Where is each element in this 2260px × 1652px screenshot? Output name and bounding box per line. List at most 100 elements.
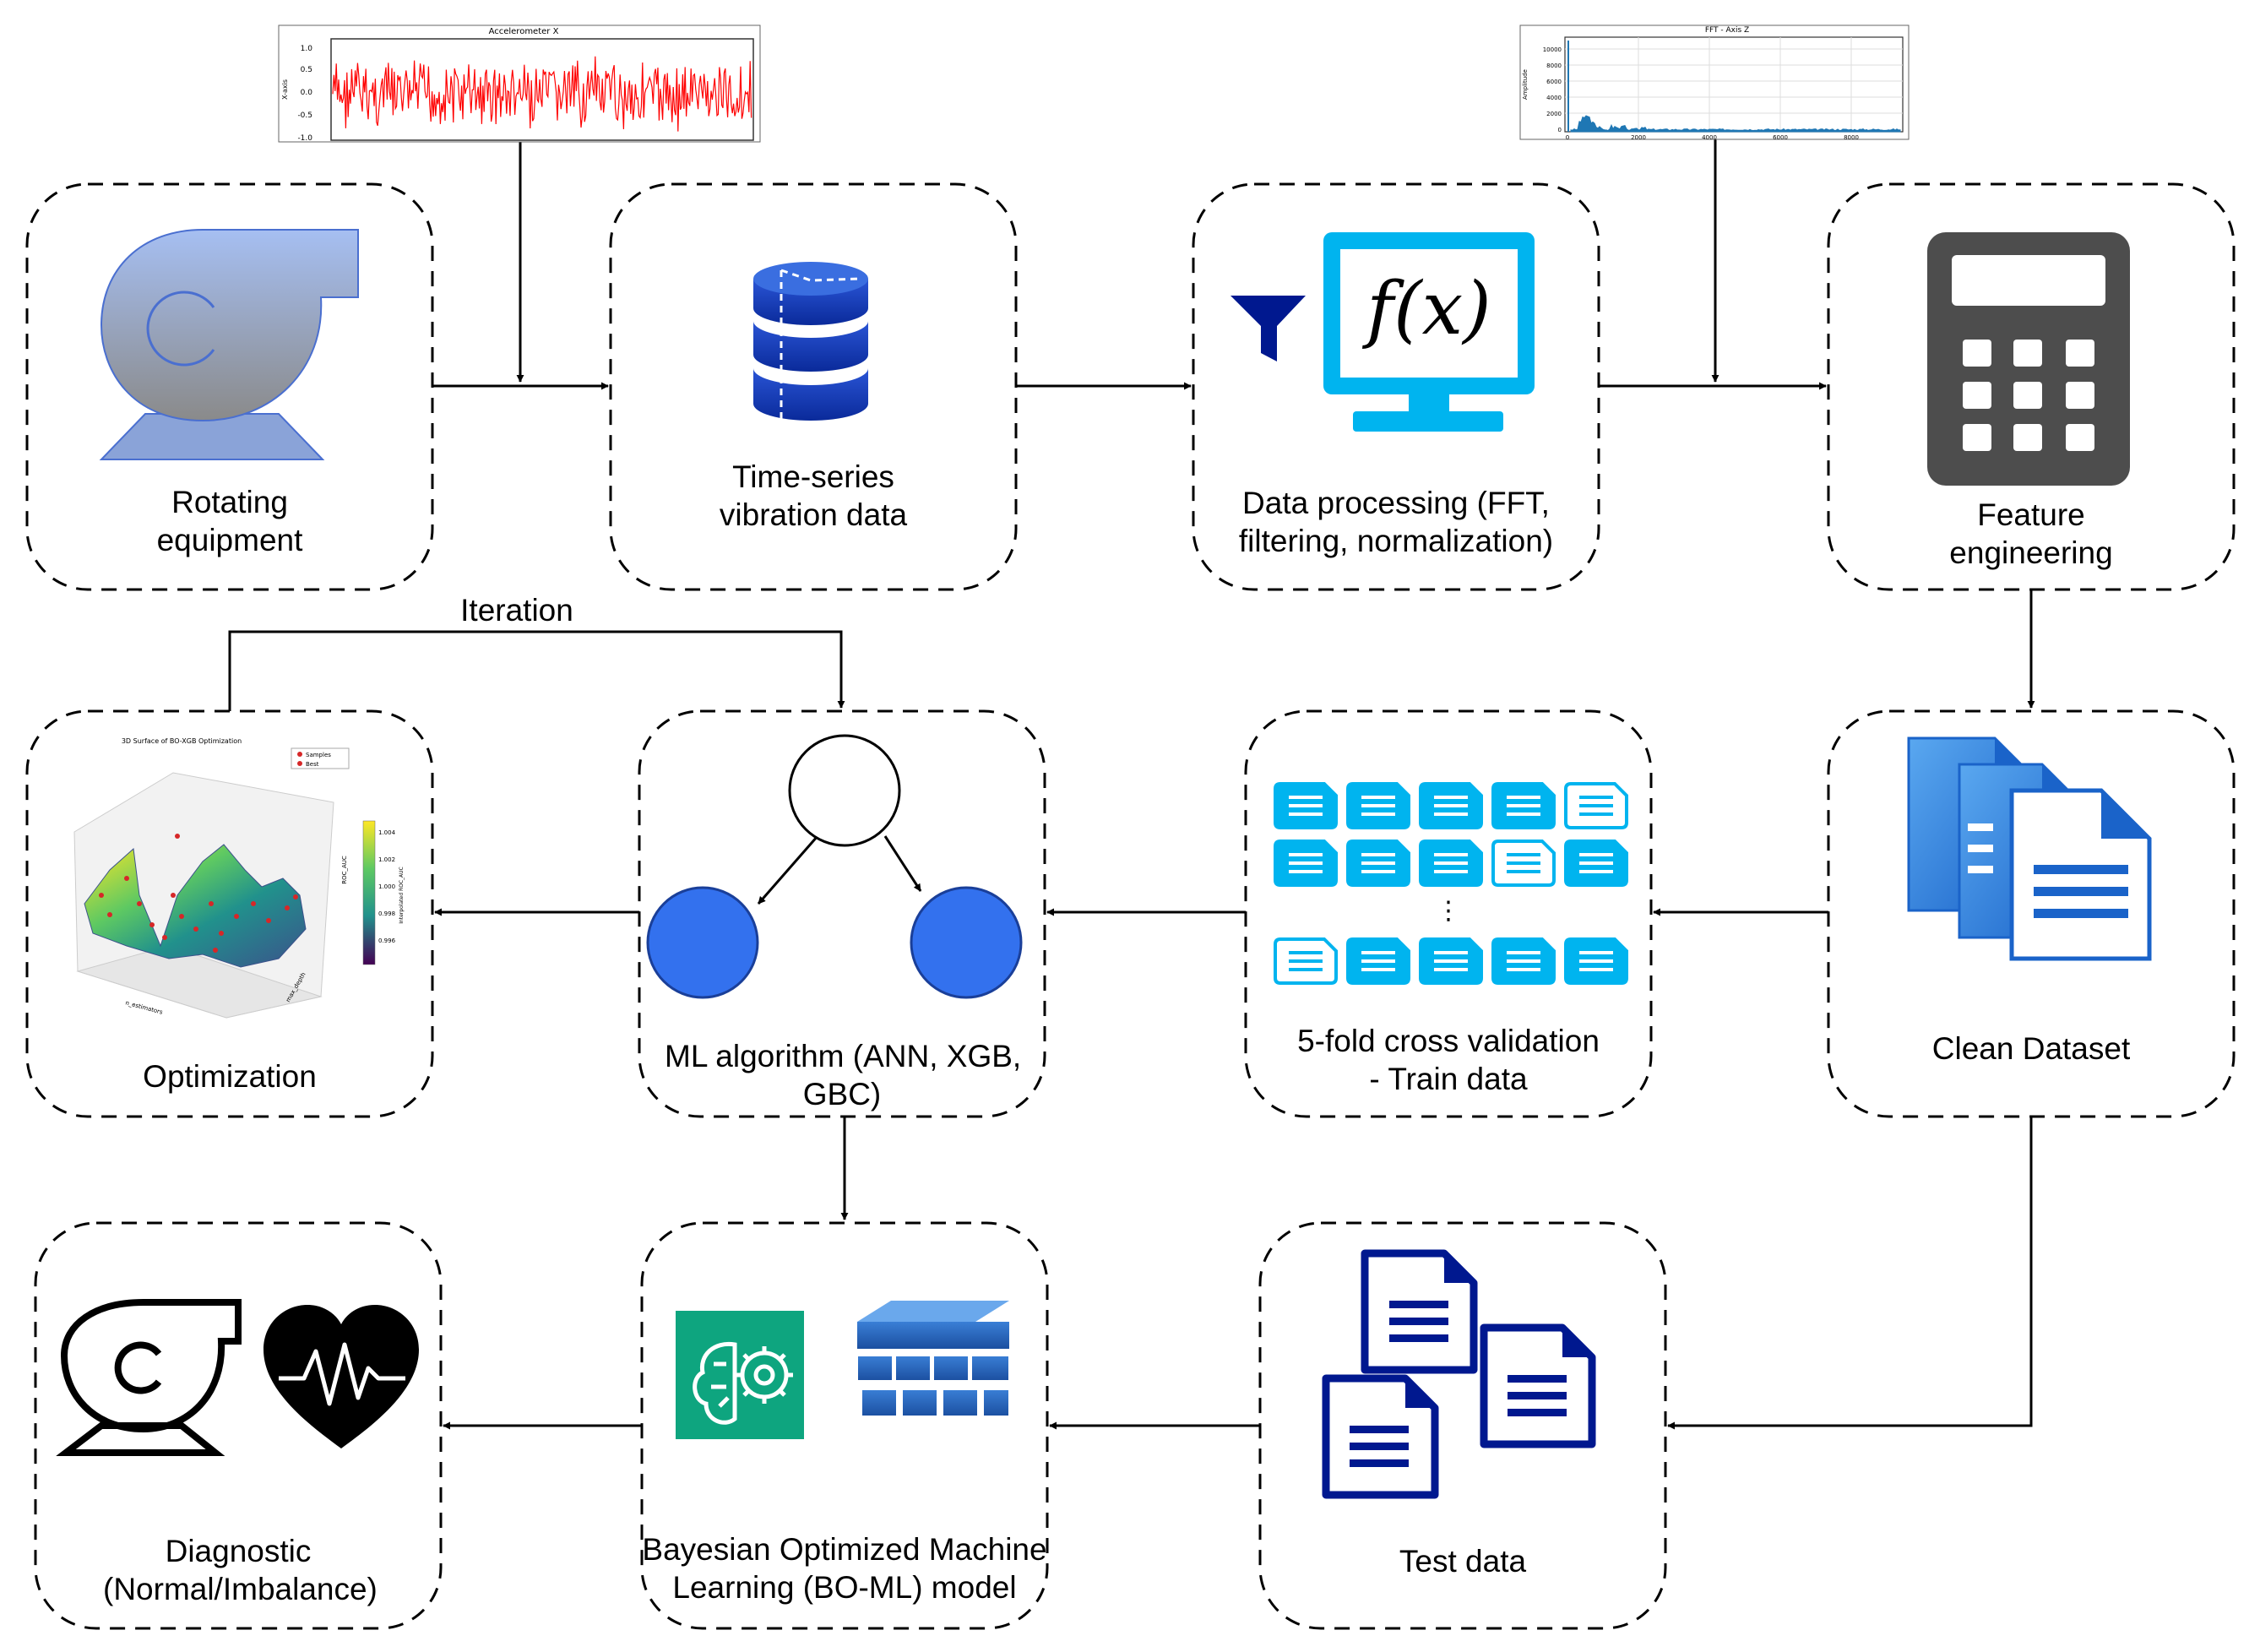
label-line: - Train data (1369, 1062, 1528, 1096)
box-diagnostic (34, 1221, 443, 1630)
label-line: Feature (1977, 497, 2085, 532)
accel-ytick: -0.5 (297, 111, 312, 120)
label-line: Learning (BO-ML) model (672, 1570, 1017, 1605)
surface-legend-samples: Samples (306, 752, 331, 758)
accel-signal-trace (332, 56, 752, 132)
label-line: Optimization (143, 1059, 317, 1094)
label-cross-validation: 5-fold cross validation - Train data (1279, 1022, 1617, 1098)
label-line: Data processing (FFT, (1242, 486, 1550, 520)
stacked-documents-icon (1907, 736, 2152, 961)
surface-cbar-tick: 0.996 (378, 937, 396, 944)
fft-ytick: 2000 (1546, 111, 1562, 117)
arrow-iteration-loop (228, 630, 845, 711)
label-line: 5-fold cross validation (1297, 1024, 1600, 1058)
ellipsis-dots: ⋮ (1436, 896, 1461, 926)
surface-title: 3D Surface of BO-XGB Optimization (122, 737, 242, 745)
label-bo-ml: Bayesian Optimized Machine Learning (BO-… (642, 1530, 1047, 1606)
label-diagnostic: Diagnostic (Normal/Imbalance) (103, 1532, 378, 1608)
label-line: filtering, normalization) (1238, 524, 1554, 558)
ai-brain-icon (676, 1311, 804, 1439)
document-grid-icon (1274, 782, 1628, 985)
label-line: (Normal/Imbalance) (103, 1572, 378, 1606)
document-icon (1564, 937, 1628, 985)
surface-cbar-label: Interpolated ROC_AUC (399, 867, 405, 923)
surface-cbar-tick: 0.998 (378, 910, 395, 917)
label-line: Rotating (171, 485, 288, 519)
document-icon (1346, 937, 1410, 985)
label-line: Time-series (732, 459, 894, 494)
accelerometer-plot: Accelerometer X X-axis 1.0 0.5 0.0 -0.5 … (278, 24, 761, 143)
surface-xlabel: n_estimators (125, 999, 164, 1016)
surface-cbar-tick: 1.002 (378, 856, 395, 863)
surface-zlabel: ROC_AUC (341, 856, 348, 884)
fft-xtick: 6000 (1773, 134, 1788, 141)
accel-title: Accelerometer X (489, 27, 559, 36)
label-data-processing: Data processing (FFT, filtering, normali… (1227, 484, 1565, 560)
document-icon (1346, 782, 1410, 829)
fan-outline-icon (56, 1299, 242, 1456)
label-line: vibration data (719, 497, 908, 532)
document-icon (1274, 840, 1338, 887)
fft-xtick: 0 (1566, 134, 1569, 141)
label-time-series: Time-series vibration data (687, 458, 940, 534)
calculator-icon (1927, 232, 2130, 486)
box-ml-algorithm (638, 709, 1046, 1118)
document-icon (1564, 782, 1628, 829)
document-icon (1274, 782, 1338, 829)
label-line: Test data (1399, 1544, 1527, 1579)
label-iteration: Iteration (432, 591, 601, 629)
svg-text:f(x): f(x) (1361, 267, 1491, 351)
document-icon (1419, 937, 1483, 985)
label-line: equipment (156, 523, 303, 557)
document-icon (1419, 782, 1483, 829)
surface-legend-best: Best (306, 761, 319, 768)
tree-nodes-icon (646, 734, 1023, 999)
documents-icon (1322, 1249, 1596, 1499)
label-line: Diagnostic (165, 1534, 312, 1568)
label-optimization: Optimization (103, 1057, 356, 1095)
fft-plot: FFT - Axis Z Amplitude 10000 8000 6000 4… (1519, 24, 1910, 141)
document-icon (1346, 840, 1410, 887)
label-test-data: Test data (1336, 1542, 1589, 1580)
fft-ytick: 0 (1558, 127, 1562, 133)
fft-ytick: 4000 (1546, 95, 1562, 101)
label-clean-dataset: Clean Dataset (1904, 1030, 2158, 1068)
label-line: engineering (1949, 535, 2113, 570)
box-cross-validation (1244, 709, 1653, 1118)
document-icon (1419, 840, 1483, 887)
fft-ytick: 8000 (1546, 62, 1562, 69)
document-icon (1491, 937, 1556, 985)
fft-xtick: 8000 (1844, 134, 1859, 141)
surface-cbar-tick: 1.000 (378, 883, 395, 890)
accel-ytick: 0.0 (301, 89, 313, 97)
accel-ytick: 0.5 (301, 66, 312, 74)
label-line: ML algorithm (ANN, XGB, (665, 1039, 1022, 1073)
document-icon (1274, 937, 1338, 985)
label-feature-engineering: Feature engineering (1904, 496, 2158, 572)
fft-xtick: 4000 (1702, 134, 1717, 141)
fft-ytick: 10000 (1543, 46, 1562, 53)
label-line: GBC) (802, 1077, 882, 1111)
fft-xtick: 2000 (1631, 134, 1646, 141)
accel-ylabel: X-axis (281, 79, 289, 100)
document-icon (1491, 840, 1556, 887)
database-icon (753, 262, 868, 422)
fft-ytick: 6000 (1546, 79, 1562, 85)
surface-cbar-tick: 1.004 (378, 829, 396, 836)
fft-title: FFT - Axis Z (1705, 26, 1749, 35)
fft-spectrum-trace (1570, 115, 1901, 133)
centrifugal-fan-icon (99, 229, 359, 460)
label-line: Clean Dataset (1931, 1031, 2131, 1066)
label-line: Bayesian Optimized Machine (642, 1532, 1047, 1567)
label-line: Iteration (460, 593, 573, 628)
accel-ytick: 1.0 (301, 45, 313, 53)
data-cube-icon (856, 1301, 1010, 1417)
document-icon (1491, 782, 1556, 829)
document-icon (1564, 840, 1628, 887)
fft-ylabel: Amplitude (1522, 69, 1529, 100)
function-monitor-icon: f(x) (1323, 232, 1535, 432)
accel-ytick: -1.0 (297, 134, 312, 143)
label-ml-algorithm: ML algorithm (ANN, XGB, GBC) (665, 1037, 1022, 1113)
label-rotating-equipment: Rotating equipment (111, 483, 348, 559)
